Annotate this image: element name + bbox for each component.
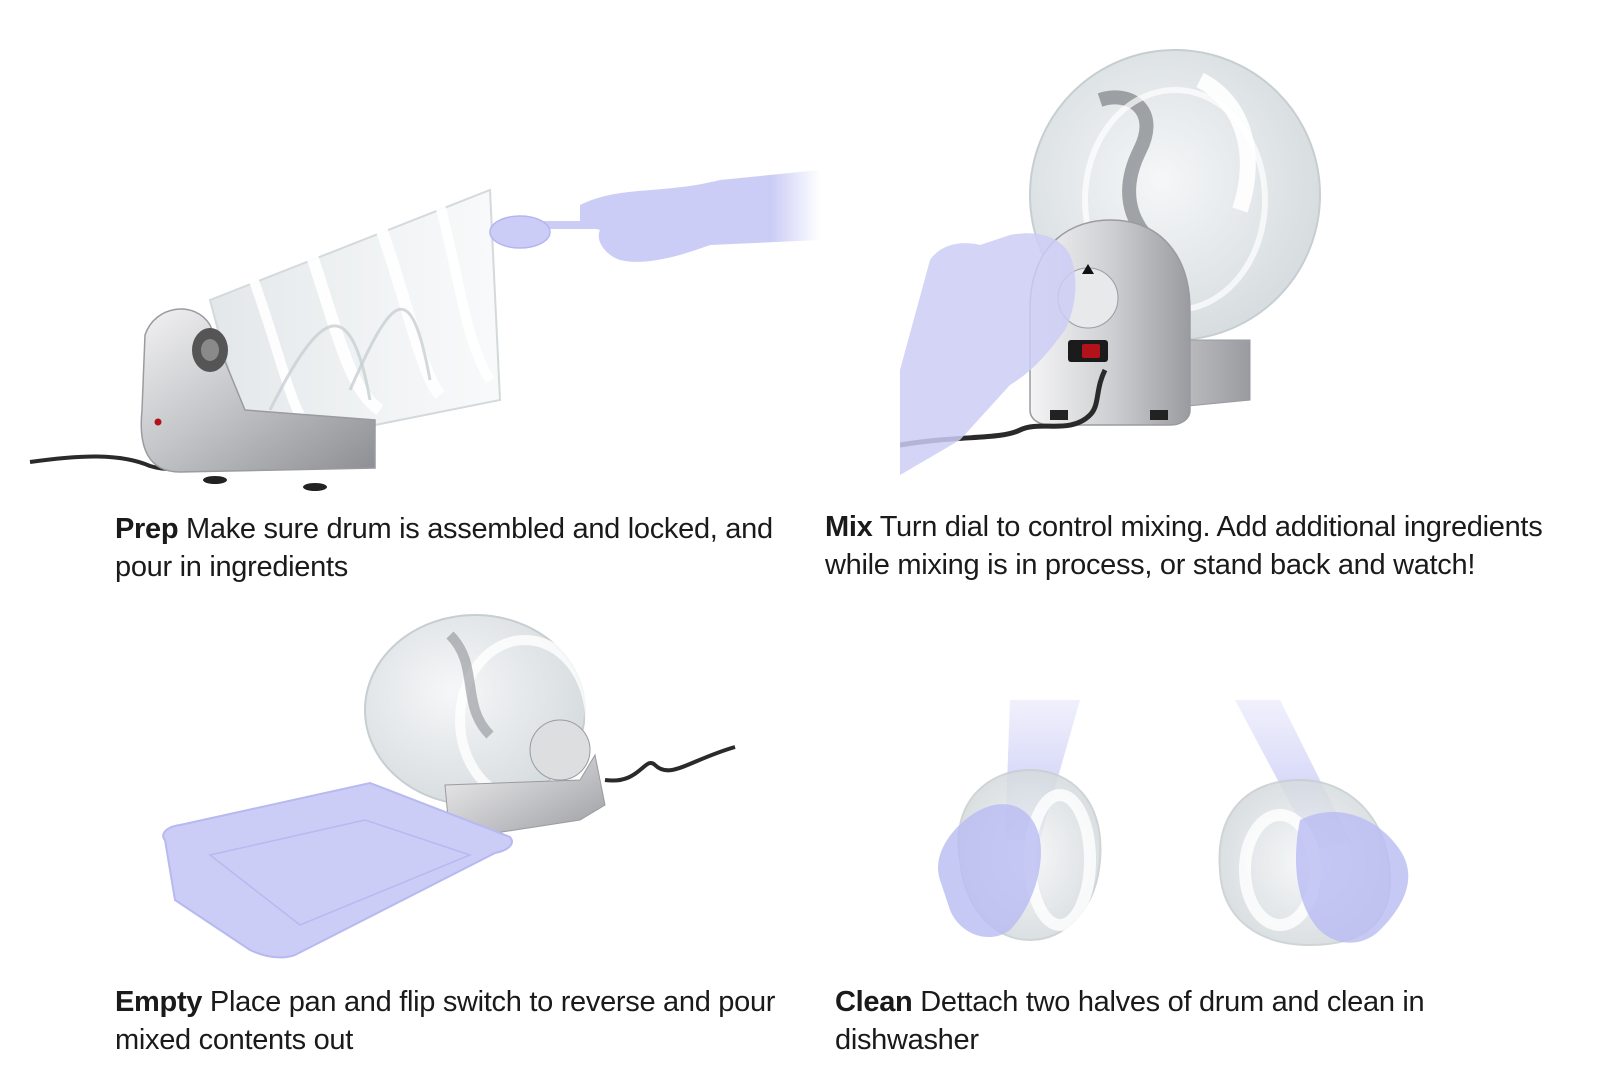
- prep-illustration: [29, 170, 820, 491]
- baking-pan: [162, 781, 513, 959]
- power-cord: [900, 368, 1108, 448]
- drum-half-left: [938, 700, 1102, 942]
- step-title-clean: Clean: [835, 986, 913, 1018]
- mix-illustration: [900, 49, 1321, 475]
- step-text-mix: Turn dial to control mixing. Add additio…: [825, 511, 1543, 581]
- caption-prep: Prep Make sure drum is assembled and loc…: [115, 510, 805, 586]
- drum-half-right: [1218, 700, 1409, 947]
- hand-on-dial: [900, 233, 1076, 475]
- empty-illustration: [162, 614, 736, 959]
- step-text-clean: Dettach two halves of drum and clean in …: [835, 986, 1425, 1056]
- step-title-mix: Mix: [825, 511, 873, 543]
- power-cord: [604, 745, 736, 783]
- caption-mix: Mix Turn dial to control mixing. Add add…: [825, 508, 1545, 584]
- step-text-empty: Place pan and flip switch to reverse and…: [115, 986, 776, 1056]
- clean-illustration: [938, 700, 1409, 947]
- step-title-empty: Empty: [115, 986, 203, 1018]
- step-title-prep: Prep: [115, 513, 179, 545]
- caption-empty: Empty Place pan and flip switch to rever…: [115, 983, 795, 1059]
- caption-clean: Clean Dettach two halves of drum and cle…: [835, 983, 1535, 1059]
- mixer-base: [140, 308, 376, 491]
- hand-with-scoop: [489, 170, 820, 262]
- step-text-prep: Make sure drum is assembled and locked, …: [115, 513, 773, 583]
